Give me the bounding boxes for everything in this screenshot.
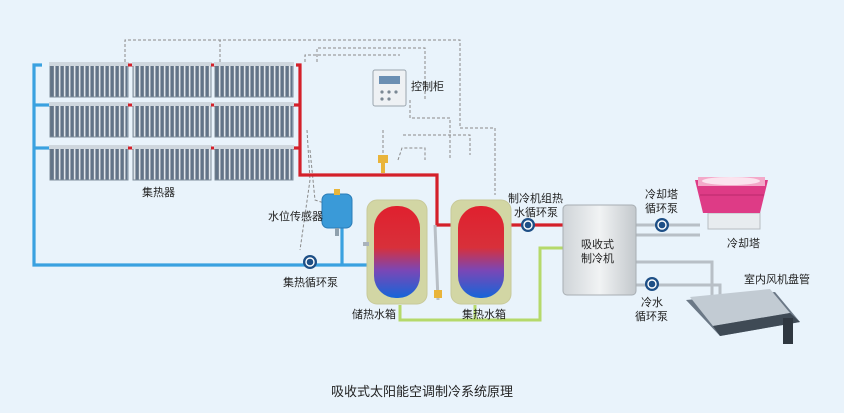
pump-icons [303, 218, 669, 291]
collector-panel [132, 102, 212, 138]
absorption-chiller-label-1: 吸收式 [581, 238, 614, 251]
collector-label: 集热器 [142, 186, 175, 199]
chiller-pump-label-1: 制冷机组热 [508, 192, 563, 205]
fan-coil-label: 室内风机盘管 [744, 273, 810, 286]
collector-panel [49, 145, 129, 181]
storage-tank-label: 储热水箱 [352, 308, 396, 321]
cooling-tower-pump-icon [655, 218, 669, 232]
chiller-pump-label-2: 水循环泵 [514, 206, 558, 219]
collector-panel [49, 102, 129, 138]
cooling-tower [695, 177, 768, 230]
control-cabinet [372, 69, 407, 107]
water-level-sensor [321, 189, 353, 236]
cold-pipes [32, 63, 370, 267]
chiller-pump-icon [521, 218, 535, 232]
collector-panel [214, 145, 294, 181]
cooling-tower-pump-label-1: 冷却塔 [645, 188, 678, 201]
signal-lines [124, 39, 496, 251]
storage-tank [363, 199, 428, 305]
collector-tank-label: 集热水箱 [462, 308, 506, 321]
control-cabinet-label: 控制柜 [411, 80, 444, 93]
collector-panel [214, 102, 294, 138]
collector-pump-label: 集热循环泵 [283, 276, 338, 289]
collector-pump-icon [303, 255, 317, 269]
collector-panel [214, 62, 294, 98]
collector-panel [132, 62, 212, 98]
absorption-chiller [562, 204, 637, 296]
cooling-tower-pump-label-2: 循环泵 [645, 202, 678, 215]
chilled-pump-icon [645, 277, 659, 291]
collector-tank [450, 199, 512, 305]
chilled-pump-label-1: 冷水 [641, 296, 663, 309]
return-pipes [398, 246, 582, 322]
valve-icons [378, 155, 442, 298]
solar-collector-array [49, 62, 294, 181]
collector-panel [49, 62, 129, 98]
collector-panel [132, 145, 212, 181]
chilled-pump-label-2: 循环泵 [635, 310, 668, 323]
absorption-chiller-label-2: 制冷机 [581, 252, 614, 265]
fan-coil-unit [686, 289, 800, 344]
water-level-sensor-label: 水位传感器 [268, 210, 323, 223]
diagram-caption: 吸收式太阳能空调制冷系统原理 [330, 385, 513, 400]
cooling-tower-label: 冷却塔 [727, 237, 760, 250]
